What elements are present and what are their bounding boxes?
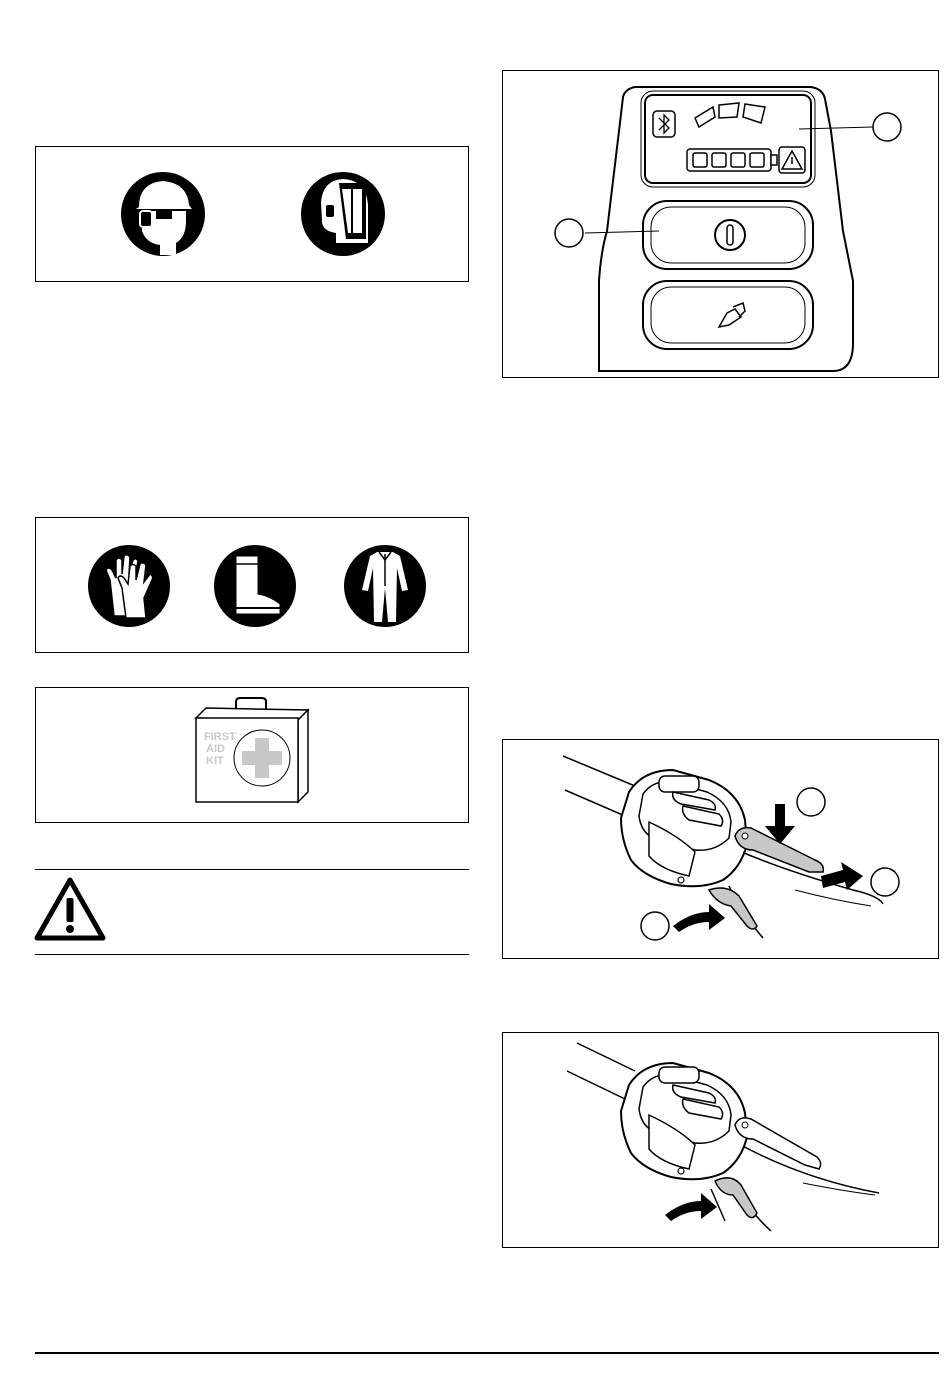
- bluetooth-icon: [653, 111, 675, 137]
- footer-rule: [35, 1352, 939, 1354]
- callout-2: [555, 219, 583, 247]
- handle-start-figure: [502, 739, 939, 959]
- callout-3: [641, 912, 669, 940]
- head-protection-figure: [35, 146, 469, 282]
- face-shield-icon: [301, 172, 385, 256]
- callout-1: [873, 113, 901, 141]
- first-aid-label-1: FIRST: [204, 731, 236, 743]
- warning-triangle-icon: [34, 876, 106, 942]
- handle-release-figure: [502, 1032, 939, 1248]
- warning-icon: [779, 147, 805, 173]
- control-panel-figure: [502, 70, 939, 378]
- battery-indicator-icon: [687, 149, 777, 171]
- boost-button-icon: [643, 281, 813, 349]
- warning-bottom-rule: [35, 954, 469, 955]
- power-button-icon: [643, 201, 813, 269]
- first-aid-label-3: KIT: [206, 755, 224, 767]
- hard-hat-ear-protection-icon: [121, 172, 205, 256]
- warning-top-rule: [35, 869, 469, 870]
- boots-icon: [214, 545, 296, 627]
- callout-2: [871, 868, 899, 896]
- first-aid-kit-icon: FIRST AID KIT: [196, 698, 308, 802]
- coverall-icon: [344, 545, 426, 627]
- first-aid-figure: FIRST AID KIT: [35, 687, 469, 823]
- callout-1: [797, 788, 825, 816]
- first-aid-label-2: AID: [206, 743, 225, 755]
- body-protection-figure: [35, 517, 469, 653]
- gloves-icon: [88, 545, 170, 627]
